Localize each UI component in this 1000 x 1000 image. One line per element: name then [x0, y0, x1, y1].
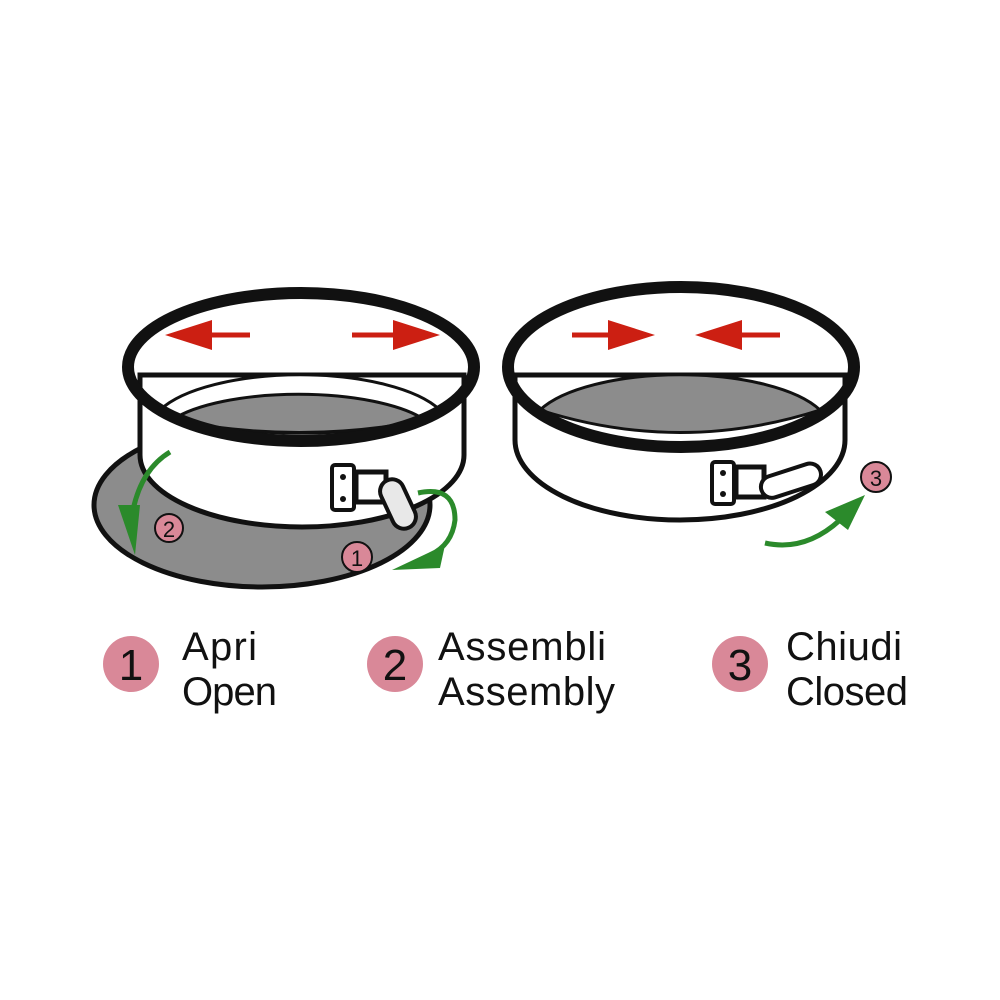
legend-step-3: 3 Chiudi Closed: [712, 625, 908, 714]
green-arrow-close-latch: [764, 518, 842, 548]
latch-open-icon: [330, 463, 418, 531]
badge-2: 2: [154, 513, 184, 543]
legend-step-1: 1 Apri Open: [103, 625, 277, 714]
left-red-arrow-out: [165, 320, 250, 350]
left-red-arrow-in: [572, 320, 655, 350]
step-1-italian: Apri: [182, 625, 257, 669]
left-pan-rim: [122, 287, 480, 447]
step-2-english: Assembly: [438, 670, 615, 714]
badge-1-number: 1: [351, 546, 363, 571]
step-3-italian: Chiudi: [786, 625, 902, 669]
badge-1: 1: [341, 541, 373, 573]
step-3-english: Closed: [786, 670, 908, 714]
right-red-arrow-out: [352, 320, 440, 350]
right-red-arrow-in: [695, 320, 780, 350]
latch-closed-icon: [710, 460, 823, 506]
right-pan-rim: [502, 281, 860, 453]
step-2-number: 2: [383, 641, 407, 690]
right-pan-closed: 3: [502, 281, 892, 548]
badge-3-number: 3: [870, 466, 882, 491]
step-3-number: 3: [728, 641, 752, 690]
step-2-italian: Assembli: [438, 625, 606, 669]
legend-step-2: 2 Assembli Assembly: [367, 625, 615, 714]
step-1-number: 1: [119, 641, 143, 690]
left-pan-open: 2 1: [91, 287, 480, 590]
step-1-english: Open: [182, 670, 277, 714]
badge-2-number: 2: [163, 517, 175, 542]
badge-3: 3: [860, 461, 892, 493]
